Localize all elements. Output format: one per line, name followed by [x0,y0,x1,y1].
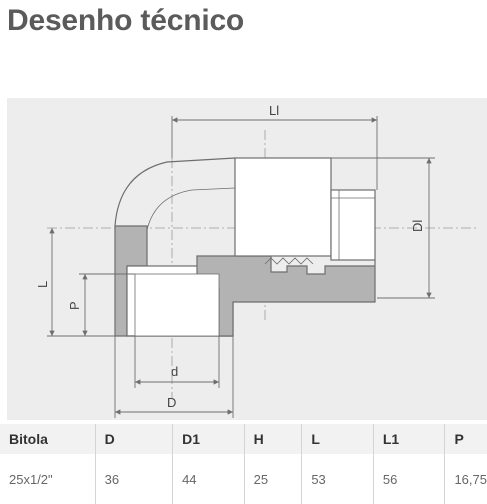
cell-d1: 44 [172,454,245,504]
table-header-row: Bitola D D1 H L L1 P [0,424,487,454]
col-header-l: L [301,424,374,454]
col-header-h: H [243,424,302,454]
technical-drawing: Ll Dl L P d D [7,98,487,420]
spec-table: Bitola D D1 H L L1 P 25x1/2" 36 44 25 53… [0,424,487,504]
elbow-fitting-drawing: Ll Dl L P d D [35,103,477,418]
dim-label-ll: Ll [269,103,279,118]
col-header-l1: L1 [372,424,445,454]
dim-label-p: P [67,301,82,310]
dim-label-dl: Dl [410,220,425,232]
cell-l1: 56 [372,454,445,504]
dim-label-d-inner: d [171,364,178,379]
cell-p: 16,75 [444,454,487,504]
cell-bitola: 25x1/2" [9,471,53,487]
cell-h: 25 [243,454,302,504]
dim-label-l: L [35,281,50,288]
col-header-p: P [444,424,487,454]
col-header-d1: D1 [172,424,245,454]
dim-label-d-outer: D [167,395,176,410]
col-header-bitola: Bitola [9,431,48,447]
elbow-body [114,157,376,337]
cell-d: 36 [94,454,173,504]
cell-l: 53 [301,454,374,504]
table-row: 25x1/2" 36 44 25 53 56 16,75 [0,454,487,504]
page-title: Desenho técnico [7,4,245,37]
dimension-lines [47,116,435,418]
col-header-d: D [94,424,173,454]
